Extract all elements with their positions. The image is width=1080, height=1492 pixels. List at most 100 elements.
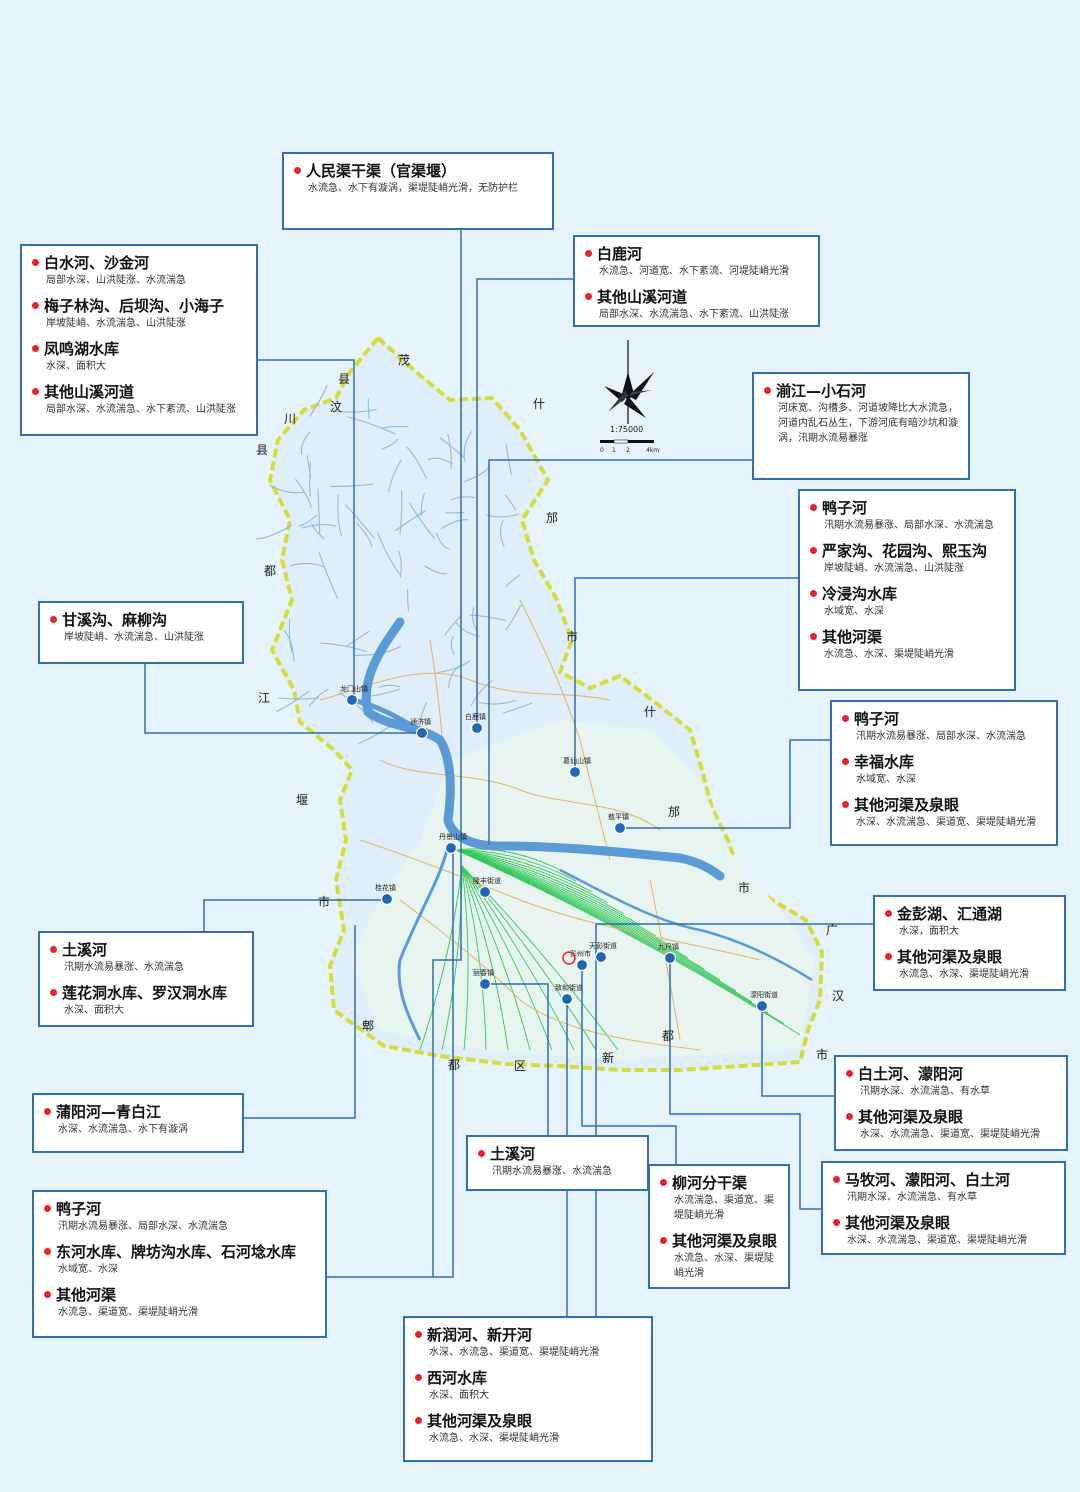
callout-box: 金彭湖、汇通湖水深，面积大其他河渠及泉眼水流急、水深、渠堤陡峭光滑 [873,895,1066,991]
callout-entry-head: 甘溪沟、麻柳沟 [50,609,234,630]
tributary [256,524,292,540]
canal [419,865,463,1051]
tributary [504,494,517,511]
town-marker [575,958,589,972]
tributary [505,574,521,588]
leader-line [581,965,677,1164]
callout-entry-head: 西河水库 [415,1367,643,1388]
waterbody-name: 其他河渠及泉眼 [858,1108,964,1126]
bullet-icon [885,910,892,917]
callout-entry-head: 土溪河 [478,1143,639,1164]
tributary [439,437,465,459]
neighbor-region-label: 新 [602,1050,614,1065]
bullet-icon [833,1176,840,1183]
callout-entry: 其他山溪河道局部水深、水流湍急、水下紊流、山洪陡涨 [585,286,810,322]
north-arrow-icon [604,340,654,424]
waterbody-name: 其他河渠 [56,1286,117,1304]
hazard-description: 水深，面积大 [899,926,959,937]
hazard-description: 水域宽、水深 [856,774,916,785]
leader-line [244,925,356,1119]
callout-entry: 其他河渠及泉眼水流急、水深、渠堤陡峭光滑 [885,946,1056,982]
bullet-icon [833,1219,840,1226]
waterbody-name: 白水河、沙金河 [44,254,150,272]
callout-box: 马牧河、濛阳河、白土河汛期水深、水流湍急、有水草其他河渠及泉眼水深、水流湍急、渠… [821,1161,1066,1255]
canal [455,848,561,871]
town-label: 致和街道 [555,983,583,992]
leader-line [669,958,821,1210]
bullet-icon [32,302,39,309]
leader-line [574,577,798,772]
leader-line [488,459,752,845]
callout-entry: 西河水库水深、面积大 [415,1367,643,1403]
waterbody-name: 东河水库、牌坊沟水库、石河埝水库 [56,1243,297,1261]
callout-entry: 马牧河、濛阳河、白土河汛期水深、水流湍急、有水草 [833,1169,1056,1205]
scale-tick-3: 4km [646,447,659,454]
neighbor-region-label: 茂 [398,353,410,367]
town-label: 濛阳街道 [750,990,778,999]
neighbor-region-label: 都 [448,1058,460,1072]
callout-entry-head: 其他河渠 [810,626,1006,647]
leader-line [258,359,355,700]
tributary [463,466,490,483]
town-marker [470,721,484,735]
callout-entry: 鸭子河汛期水流易暴涨、局部水深、水流湍急 [842,708,1048,744]
bullet-icon [660,1237,667,1244]
hazard-description: 汛期水流易暴涨、局部水深、水流湍急 [824,520,994,531]
leader-line [620,739,830,829]
neighbor-region-label: 江 [258,691,270,705]
neighbor-region-label: 市 [566,629,578,644]
callout-entry: 白水河、沙金河局部水深、山洪陡涨、水流湍急 [32,252,248,288]
tributary [478,699,516,705]
tributary [447,434,452,470]
bullet-icon [44,1108,51,1115]
region-labels: 茂县汶川县什邡市都江堰市什邡市广汉市郫都区新都 [256,353,844,1073]
neighbor-region-label: 什 [644,705,656,719]
tributary [505,604,522,631]
bullet-icon [846,1070,853,1077]
callout-entry: 其他河渠及泉眼水流急、水深、渠堤陡峭光滑 [660,1230,780,1281]
canal [455,849,641,926]
waterbody-name: 白土河、濛阳河 [858,1065,964,1083]
callout-entry-head: 莲花洞水库、罗汉洞水库 [50,982,244,1003]
hazard-description: 水深、水流湍急、渠道宽、渠堤陡峭光滑 [856,817,1036,828]
leader-line [761,1006,834,1097]
tributary [309,384,328,418]
tributary [407,589,410,612]
canal [455,849,625,915]
waterbody-name: 冷浸沟水库 [822,585,898,603]
town-label: 九尺镇 [658,942,679,951]
callout-entry-head: 白土河、濛阳河 [846,1063,1058,1084]
callout-entry: 土溪河汛期水流易暴涨、水流湍急 [478,1143,639,1179]
main-river-jianjiang [361,617,725,881]
tributary [437,659,471,674]
callout-entry: 白鹿河水流急、河道宽、水下紊流、河堤陡峭光滑 [585,243,810,279]
leader-line [203,899,388,931]
tributary [278,697,319,700]
hazard-description: 河床宽、沟槽多、河道坡降比大水流急，河道内乱石丛生，下游河底有暗沙坑和漩涡，汛期… [778,403,958,444]
tributary [337,494,343,537]
neighbor-region-label: 都 [264,564,276,578]
callout-entry-head: 其他河渠及泉眼 [415,1410,643,1431]
tributary [295,478,312,508]
tributary [298,514,318,527]
callout-entry-head: 鸭子河 [44,1198,317,1219]
waterbody-name: 金彭湖、汇通湖 [897,905,1003,923]
waterbody-name: 人民渠干渠（官渠堰） [306,162,457,180]
waterbody-name: 马牧河、濛阳河、白土河 [845,1171,1011,1189]
town-marker [444,841,458,855]
tributary [378,684,401,689]
callout-box: 白土河、濛阳河汛期水深、水流湍急、有水草其他河渠及泉眼水深、水流湍急、渠道宽、渠… [834,1055,1068,1151]
tributary [308,688,329,707]
waterbody-name: 湔江—小石河 [776,382,867,400]
hazard-description: 岸坡陡峭、水流湍急、山洪陡涨 [824,563,964,574]
road [379,759,661,831]
town-marker [663,951,677,965]
tributary [344,504,376,540]
tributary [505,443,512,476]
waterbody-name: 莲花洞水库、罗汉洞水库 [62,984,228,1002]
callout-entry: 凤鸣湖水库水深、面积大 [32,338,248,374]
canal [461,865,469,1051]
neighbor-region-label: 广 [826,923,838,937]
bullet-icon [415,1374,422,1381]
